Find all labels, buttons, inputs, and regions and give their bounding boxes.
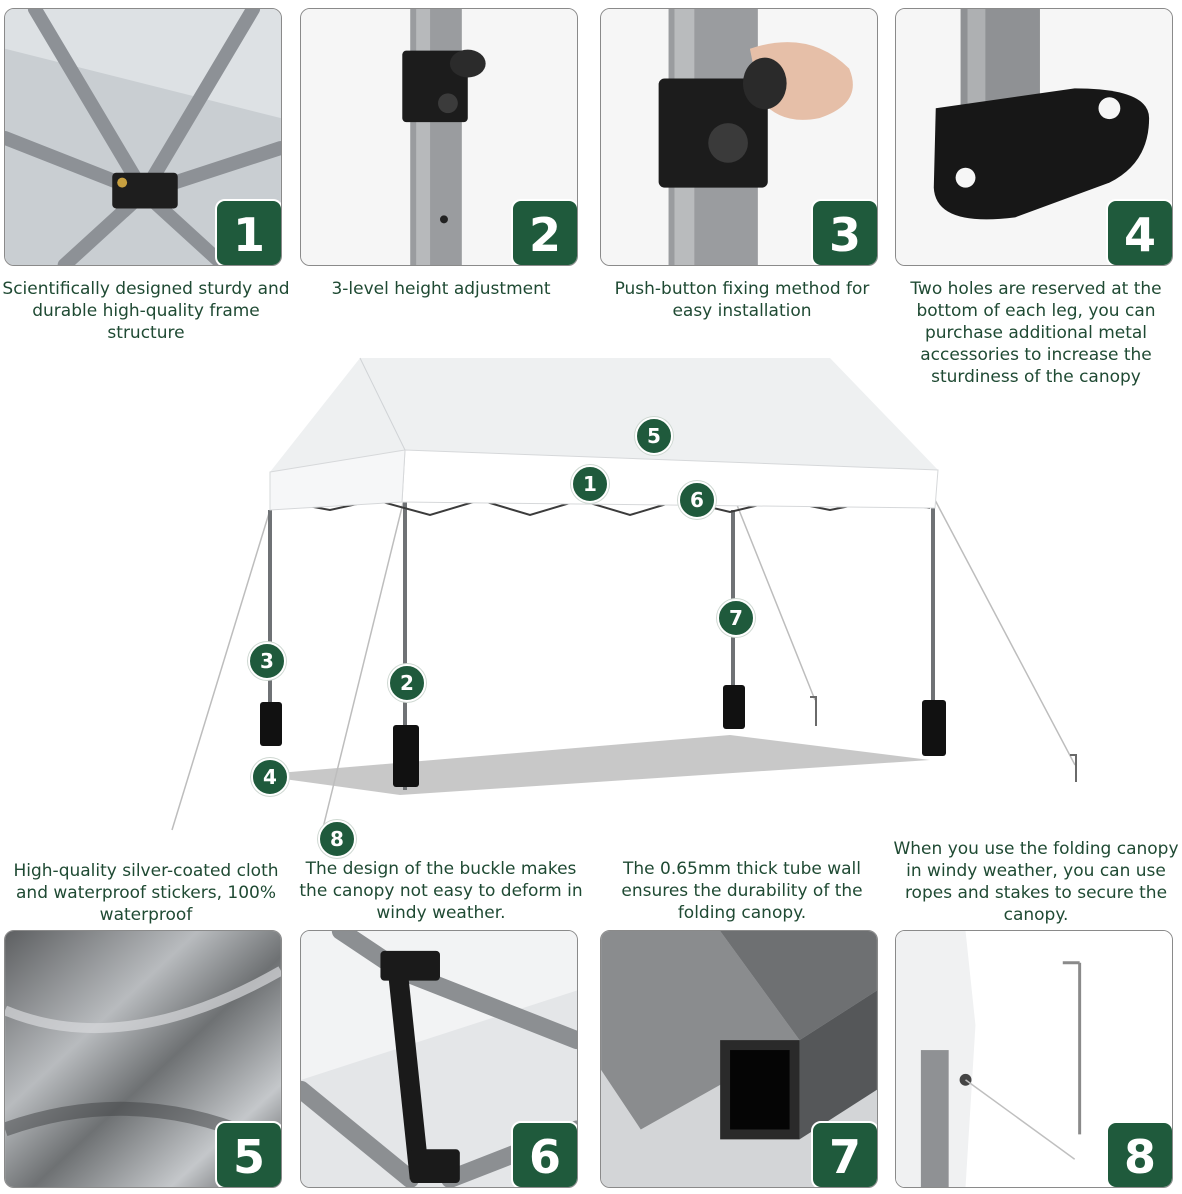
frame-joint-image xyxy=(5,9,281,265)
panel-badge: 1 xyxy=(215,199,281,265)
tent-marker-7: 7 xyxy=(717,599,755,637)
panel-badge: 4 xyxy=(1106,199,1172,265)
panel-badge: 7 xyxy=(811,1121,877,1187)
feature-panel-frame: 1 xyxy=(4,8,282,266)
caption-leg-holes: Two holes are reserved at the bottom of … xyxy=(910,279,1162,387)
feature-panel-pushbutton: 3 xyxy=(600,8,878,266)
tent-marker-8: 8 xyxy=(318,820,356,858)
feature-panel-height: 2 xyxy=(300,8,578,266)
feature-panel-buckle: 6 xyxy=(300,930,578,1188)
panel-badge: 6 xyxy=(511,1121,577,1187)
caption-tube-wall: The 0.65mm thick tube wall ensures the d… xyxy=(621,859,863,923)
caption-height-adjustment: 3-level height adjustment xyxy=(331,279,551,299)
caption-push-button: Push-button fixing method for easy insta… xyxy=(614,279,870,321)
tent-marker-1: 1 xyxy=(571,465,609,503)
caption-ropes-stakes: When you use the folding canopy in windy… xyxy=(893,839,1179,925)
tent-marker-5: 5 xyxy=(635,417,673,455)
panel-badge: 5 xyxy=(215,1121,281,1187)
panel-badge: 8 xyxy=(1106,1121,1172,1187)
panel-badge: 2 xyxy=(511,199,577,265)
caption-silver-coated-cloth: High-quality silver-coated cloth and wat… xyxy=(13,861,279,925)
caption-buckle-design: The design of the buckle makes the canop… xyxy=(299,859,583,923)
canopy-tent-illustration xyxy=(171,357,1077,841)
tent-marker-2: 2 xyxy=(388,664,426,702)
tent-marker-4: 4 xyxy=(251,758,289,796)
tent-marker-6: 6 xyxy=(678,481,716,519)
panel-badge: 3 xyxy=(811,199,877,265)
feature-panel-footplate: 4 xyxy=(895,8,1173,266)
caption-frame-structure: Scientifically designed sturdy and durab… xyxy=(2,279,290,343)
feature-panel-tube: 7 xyxy=(600,930,878,1188)
feature-panel-cloth: 5 xyxy=(4,930,282,1188)
tent-marker-3: 3 xyxy=(248,642,286,680)
feature-panel-stake: 8 xyxy=(895,930,1173,1188)
